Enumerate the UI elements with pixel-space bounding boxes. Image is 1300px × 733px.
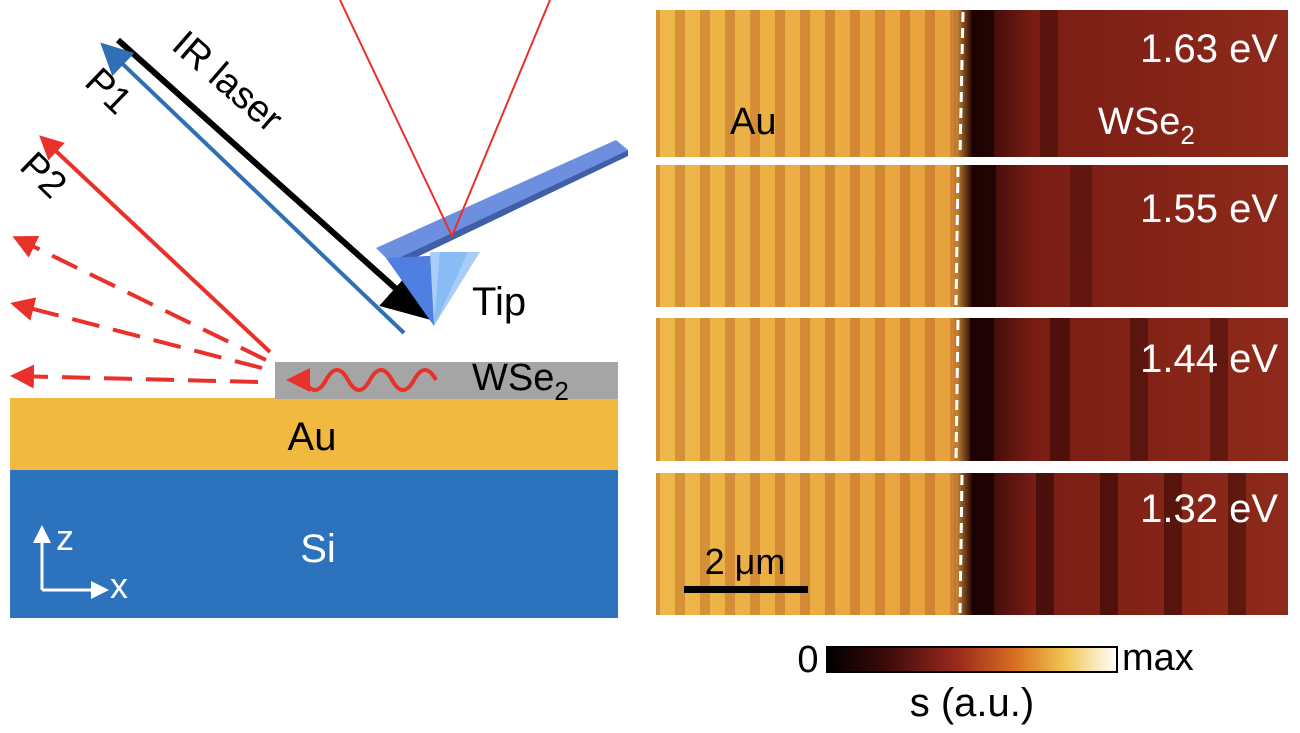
ir-laser-beam bbox=[115, 37, 431, 321]
colorbar-min-label: 0 bbox=[797, 639, 818, 681]
scalebar bbox=[684, 586, 808, 593]
scalebar-label: 2 μm bbox=[705, 541, 786, 582]
energy-label-2: 1.55 eV bbox=[1140, 187, 1278, 231]
p1-beam bbox=[100, 42, 406, 335]
p2-beam bbox=[39, 135, 272, 354]
tip-label: Tip bbox=[472, 280, 526, 324]
region-wse2-label: WSe2 bbox=[1098, 101, 1195, 150]
alignment-laser bbox=[339, 0, 551, 239]
map-panel-3: 1.44 eV bbox=[656, 318, 1288, 461]
energy-label-3: 1.44 eV bbox=[1140, 337, 1278, 381]
near-field-maps: 1.63 eV Au WSe2 1.55 eV 1.44 eV bbox=[656, 10, 1288, 615]
axis-z-label: z bbox=[56, 517, 74, 558]
axes-indicator: z x bbox=[33, 517, 128, 606]
region-au-label: Au bbox=[730, 101, 776, 143]
si-label: Si bbox=[300, 527, 336, 571]
wse2-layer bbox=[275, 362, 618, 399]
colorbar-gradient bbox=[826, 646, 1118, 673]
colorbar: 0 max s (a.u.) bbox=[797, 637, 1193, 725]
map-panel-2: 1.55 eV bbox=[656, 165, 1288, 307]
afm-tip bbox=[376, 140, 628, 326]
colorbar-axis-label: s (a.u.) bbox=[910, 681, 1034, 725]
axis-x-label: x bbox=[110, 565, 128, 606]
map-panel-1: 1.63 eV Au WSe2 bbox=[656, 10, 1288, 157]
scatter-ray-3 bbox=[10, 364, 259, 389]
polariton-wave bbox=[286, 368, 438, 392]
scatter-ray-2 bbox=[10, 297, 263, 370]
wse2-label: WSe2 bbox=[472, 357, 569, 406]
schematic: Si Au WSe2 z x IR laser P1 P2 bbox=[10, 0, 628, 618]
energy-label-4: 1.32 eV bbox=[1140, 487, 1278, 531]
colorbar-max-label: max bbox=[1122, 637, 1194, 679]
p2-label: P2 bbox=[12, 144, 75, 207]
map-panel-4: 1.32 eV 2 μm bbox=[656, 473, 1288, 615]
energy-label-1: 1.63 eV bbox=[1140, 27, 1278, 71]
au-layer bbox=[10, 398, 618, 470]
scatter-ray-1 bbox=[12, 235, 267, 362]
au-label: Au bbox=[288, 415, 337, 459]
si-substrate bbox=[10, 470, 618, 618]
